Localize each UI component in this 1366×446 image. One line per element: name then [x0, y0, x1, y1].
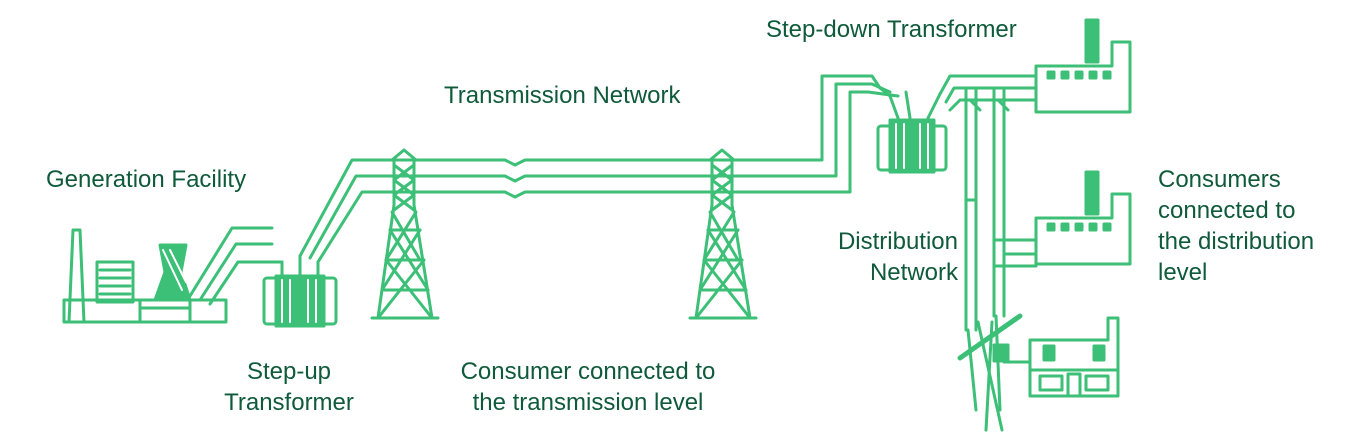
consumer-transmission-line1: Consumer connected to — [460, 358, 716, 385]
consumers-distribution-line4: level — [1158, 259, 1208, 286]
step-up-label-line1: Step-up — [246, 358, 332, 385]
step-down-transformer-label: Step-down Transformer — [766, 16, 1017, 43]
consumer-transmission-label: Consumer connected to the transmission l… — [438, 356, 738, 418]
step-down-transformer-icon — [876, 74, 1038, 174]
transmission-network-label: Transmission Network — [444, 82, 681, 109]
consumers-distribution-line3: the distribution — [1158, 228, 1315, 255]
generation-facility-label: Generation Facility — [46, 166, 247, 193]
distribution-network-label: Distribution Network — [818, 226, 958, 288]
factory-icon — [1034, 170, 1132, 266]
power-plant-icon — [62, 226, 284, 324]
transmission-tower-icon — [688, 148, 758, 320]
house-icon — [1028, 316, 1120, 398]
step-up-transformer-icon — [262, 254, 338, 328]
consumers-distribution-line1: Consumers — [1158, 166, 1281, 193]
step-up-transformer-label: Step-up Transformer — [214, 356, 364, 418]
distribution-line2: Network — [869, 259, 958, 286]
consumer-transmission-line2: the transmission level — [472, 389, 704, 416]
distribution-line1: Distribution — [837, 228, 958, 255]
consumers-distribution-label: Consumers connected to the distribution … — [1158, 164, 1314, 288]
step-up-label-line2: Transformer — [224, 389, 354, 416]
distribution-pole-icon — [957, 86, 1038, 432]
factory-icon — [1034, 18, 1132, 114]
transmission-tower-icon — [370, 148, 440, 320]
transmission-lines — [298, 74, 900, 264]
consumers-distribution-line2: connected to — [1158, 197, 1296, 224]
